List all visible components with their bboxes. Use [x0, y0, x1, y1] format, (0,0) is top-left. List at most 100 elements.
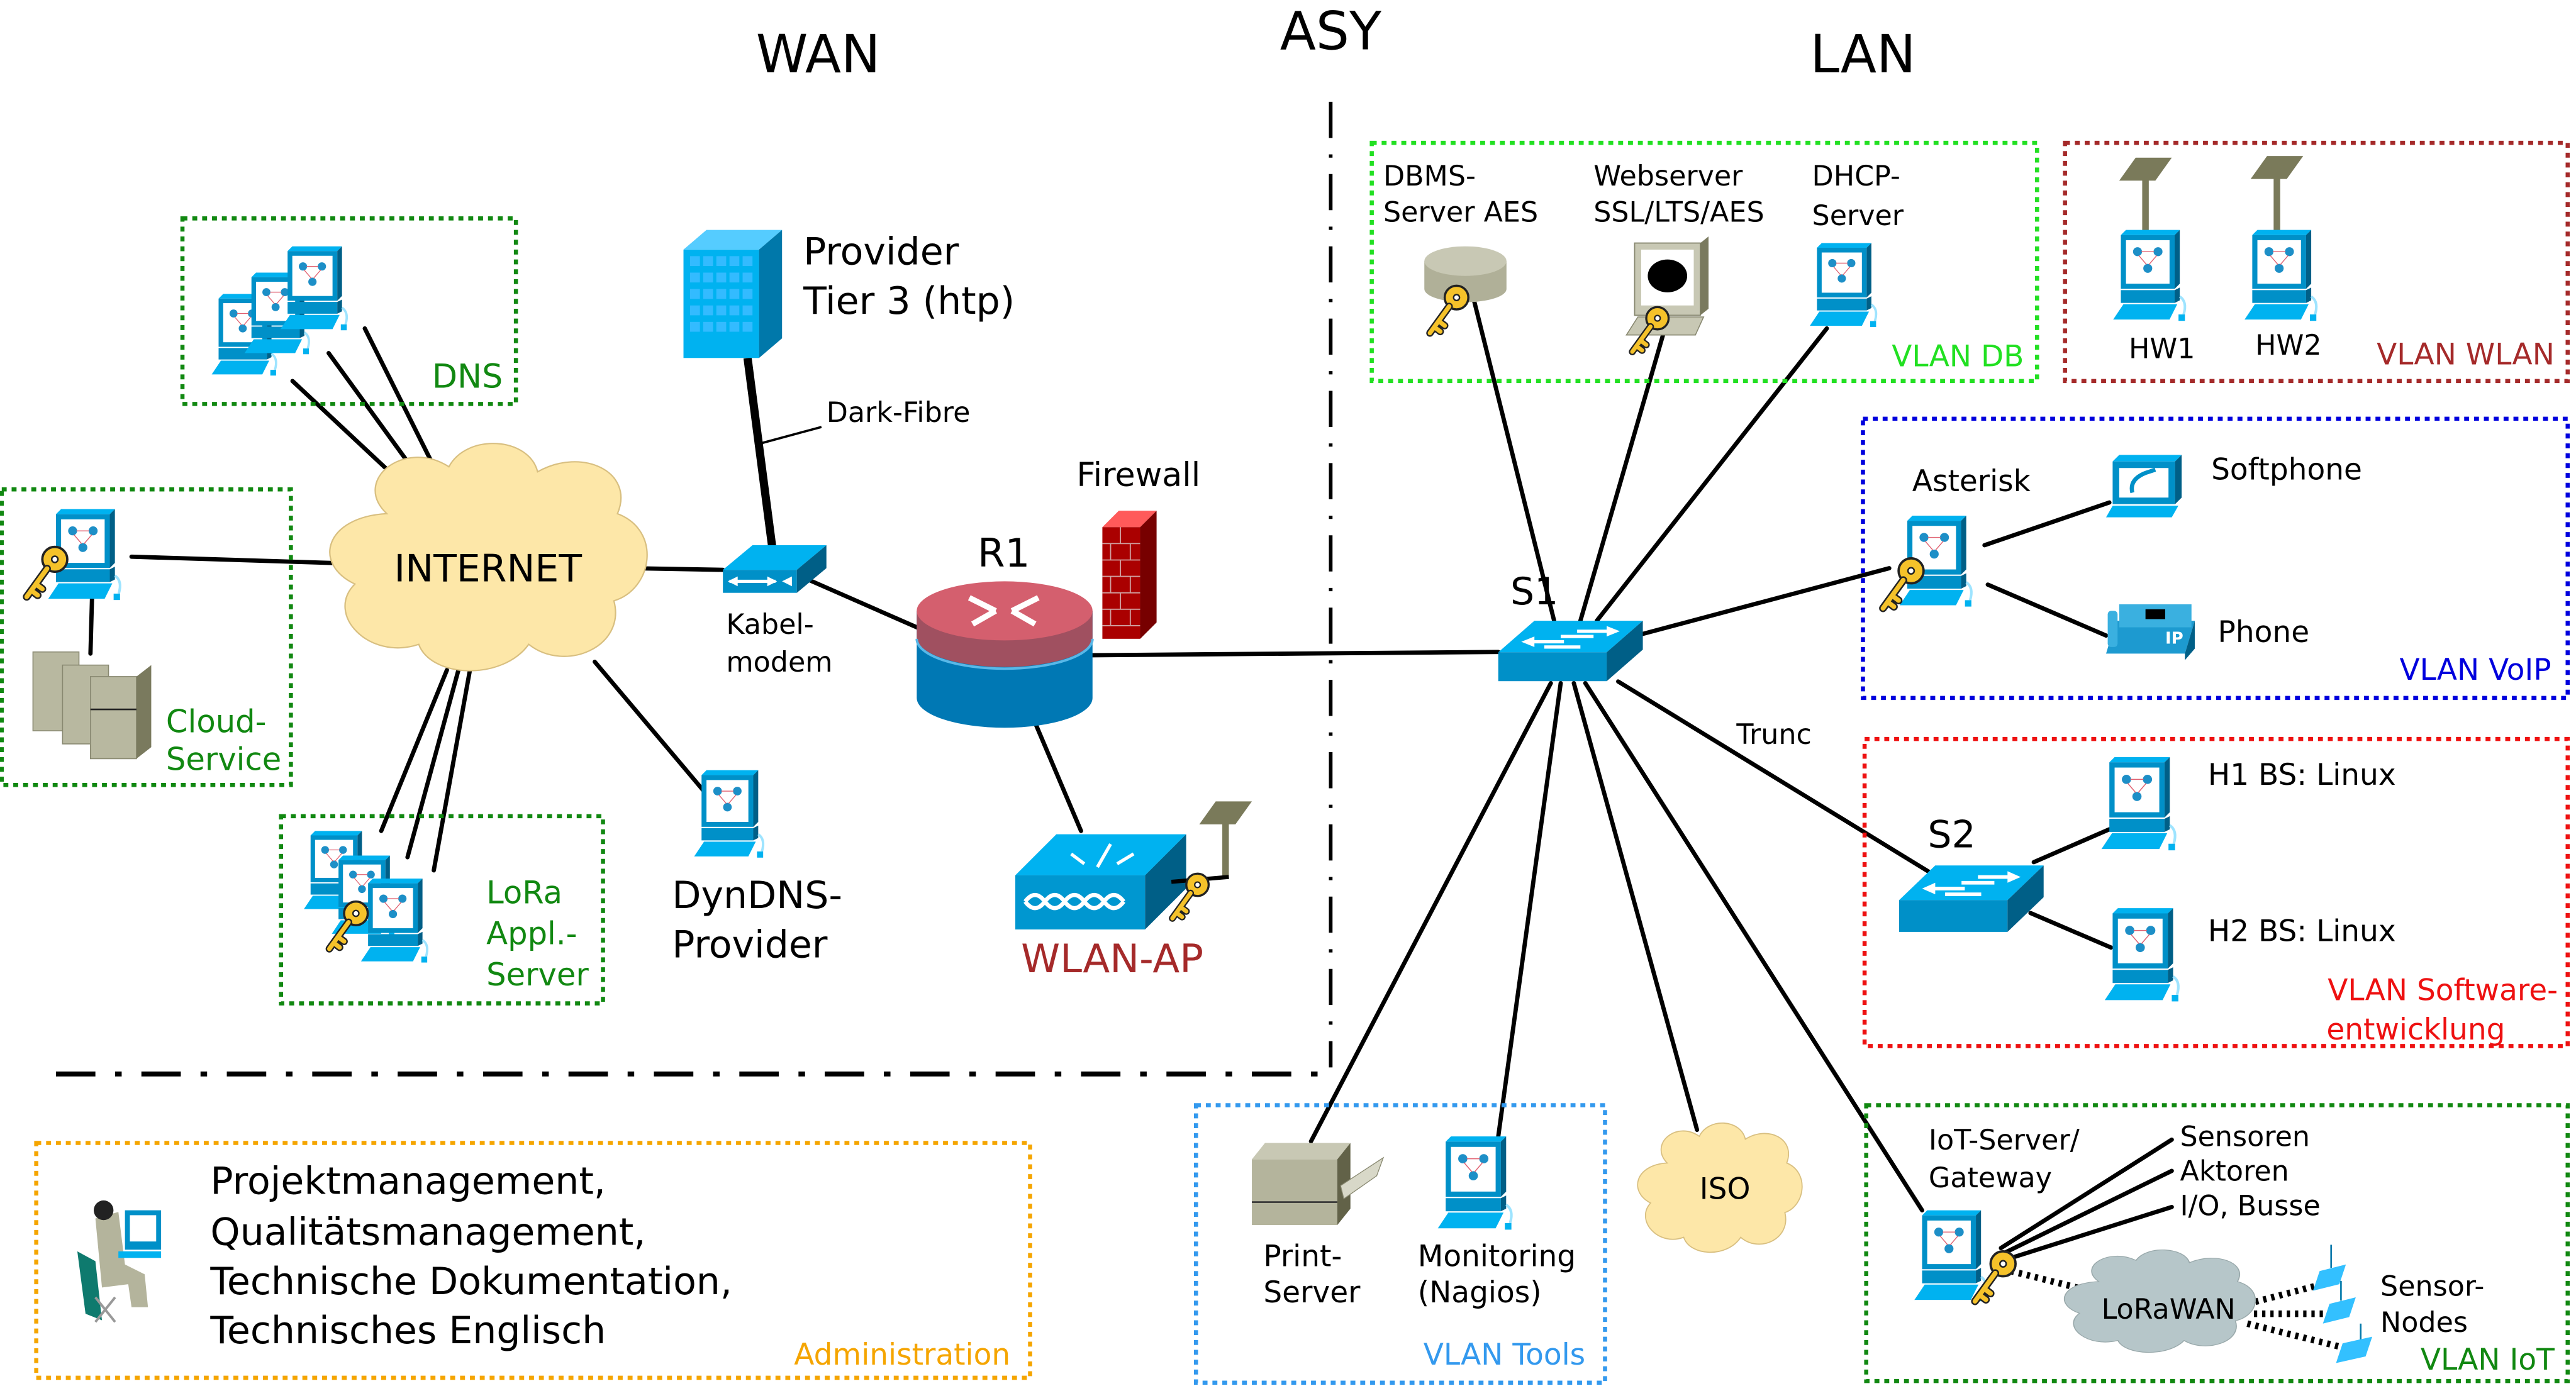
- dyndns-server-icon[interactable]: [693, 768, 765, 859]
- vlan-db-group: DBMS- Server AES Webserver SSL/LTS/AES D…: [1369, 140, 2039, 384]
- vlan-db-box: [1369, 140, 2039, 384]
- peripheral-sensoren: Sensoren: [2180, 1121, 2310, 1153]
- lora-label-2: Appl.-: [486, 916, 577, 952]
- vlan-software-title-1: VLAN Software-: [2328, 973, 2558, 1007]
- vlan-db-title: VLAN DB: [1892, 339, 2024, 374]
- hw1-label: HW1: [2129, 333, 2195, 365]
- vlan-voip-box: [1861, 416, 2570, 701]
- host-hw2[interactable]: [2244, 230, 2316, 321]
- sensor-nodes-label-2: Nodes: [2380, 1307, 2468, 1339]
- admin-item-3: Technische Dokumentation,: [209, 1260, 732, 1304]
- host-h2[interactable]: [2105, 908, 2178, 1001]
- switch-s2-label: S2: [1927, 812, 1975, 857]
- dhcp-label-2: Server: [1812, 200, 1904, 232]
- zone-asy-label: ASY: [1280, 0, 1382, 62]
- lora-label-1: LoRa: [486, 874, 562, 911]
- host-hw1[interactable]: [2113, 230, 2185, 321]
- person-at-computer-icon: [77, 1200, 162, 1323]
- kabelmodem-label-2: modem: [726, 646, 832, 679]
- iot-gateway-server[interactable]: [1914, 1211, 1986, 1302]
- h2-label: H2 BS: Linux: [2208, 914, 2396, 948]
- dns-label: DNS: [432, 358, 503, 396]
- admin-item-2: Qualitätsmanagement,: [210, 1210, 645, 1254]
- switch-s2[interactable]: [1899, 865, 2044, 932]
- dark-fibre-label: Dark-Fibre: [827, 397, 971, 429]
- provider-group[interactable]: Provider Tier 3 (htp): [683, 230, 1015, 358]
- dhcp-server[interactable]: [1809, 241, 1878, 328]
- antenna-icon: [1199, 801, 1252, 877]
- iso-label: ISO: [1700, 1172, 1751, 1206]
- antenna-icon: [2250, 156, 2304, 232]
- gateway-label-1: IoT-Server/: [1929, 1124, 2080, 1156]
- provider-label-1: Provider: [803, 230, 959, 274]
- lora-app-server-group: LoRa Appl.- Server: [279, 814, 605, 1006]
- dbms-server[interactable]: [1424, 246, 1507, 302]
- lorawan-label: LoRaWAN: [2102, 1294, 2236, 1326]
- administration-box: [34, 1141, 1032, 1380]
- sensor-node-icon[interactable]: [2322, 1280, 2356, 1324]
- wlan-ap-label: WLAN-AP: [1021, 936, 1203, 982]
- cloud-service-label-2: Service: [166, 741, 281, 778]
- vlan-wlan-title: VLAN WLAN: [2377, 338, 2555, 372]
- lorawan-cloud[interactable]: LoRaWAN: [2063, 1249, 2256, 1353]
- router-r1[interactable]: [915, 581, 1094, 728]
- lora-label-3: Server: [486, 956, 589, 993]
- lora-server-icon[interactable]: [359, 877, 429, 964]
- sensor-node-icon[interactable]: [2336, 1323, 2373, 1363]
- gateway-label-2: Gateway: [1929, 1162, 2052, 1194]
- asterisk-label: Asterisk: [1912, 464, 2031, 499]
- host-h1[interactable]: [2102, 757, 2175, 850]
- provider-label-2: Tier 3 (htp): [803, 279, 1015, 323]
- firewall-icon[interactable]: [1102, 511, 1157, 639]
- switch-s1-label: S1: [1510, 570, 1558, 614]
- cloud-service-group: Cloud- Service: [0, 487, 293, 787]
- vlan-voip-group: Asterisk Softphone IP Phone VLAN VoIP: [1861, 416, 2570, 701]
- admin-item-1: Projektmanagement,: [210, 1159, 606, 1203]
- zone-wan-label: WAN: [756, 23, 881, 85]
- vlan-iot-box: [1864, 1103, 2570, 1383]
- ip-phone[interactable]: IP: [2105, 604, 2195, 660]
- monitoring-server[interactable]: [1438, 1136, 1512, 1229]
- vlan-voip-title: VLAN VoIP: [2400, 653, 2551, 687]
- trunk-label: Trunc: [1736, 719, 1811, 751]
- dns-group: DNS: [180, 216, 518, 406]
- dns-server-icon[interactable]: [279, 245, 348, 332]
- internet-cloud[interactable]: INTERNET: [328, 442, 649, 672]
- vlan-tools-group: Print- Server Monitoring (Nagios) VLAN T…: [1193, 1103, 1607, 1385]
- kabelmodem[interactable]: [723, 545, 827, 593]
- dbms-label-2: Server AES: [1383, 197, 1538, 229]
- sensor-node-icon[interactable]: [2312, 1245, 2346, 1291]
- vlan-wlan-box: [2063, 140, 2570, 384]
- softphone[interactable]: [2105, 455, 2182, 518]
- webserver-label-1: Webserver: [1593, 160, 1743, 192]
- kabelmodem-label-1: Kabel-: [726, 609, 813, 641]
- softphone-label[interactable]: Softphone: [2211, 453, 2362, 487]
- vlan-software-box: [1862, 736, 2570, 1048]
- h1-label: H1 BS: Linux: [2208, 758, 2396, 792]
- dbms-label-1: DBMS-: [1383, 160, 1476, 192]
- zone-lan-label: LAN: [1810, 23, 1915, 85]
- vlan-tools-title: VLAN Tools: [1424, 1338, 1585, 1372]
- peripheral-io-busse: I/O, Busse: [2180, 1190, 2320, 1222]
- iso-cloud[interactable]: ISO: [1637, 1122, 1803, 1253]
- vlan-software-title-2: entwicklung: [2326, 1012, 2505, 1047]
- vlan-iot-group: IoT-Server/ Gateway Sensoren Aktoren I/O…: [1864, 1103, 2570, 1383]
- cloud-service-box: [0, 487, 293, 787]
- building-icon: [683, 230, 783, 358]
- dyndns-label-2: Provider: [672, 923, 828, 967]
- administration-title: Administration: [794, 1338, 1010, 1372]
- cloud-service-label-1: Cloud-: [166, 704, 267, 740]
- switch-s1[interactable]: [1498, 621, 1643, 681]
- print-server[interactable]: [1252, 1143, 1385, 1226]
- administration-group: Projektmanagement, Qualitätsmanagement, …: [34, 1141, 1032, 1380]
- lora-box: [279, 814, 605, 1006]
- wlan-ap[interactable]: [1015, 834, 1186, 930]
- vlan-tools-box: [1193, 1103, 1607, 1385]
- internet-label: INTERNET: [394, 546, 583, 590]
- links: [88, 296, 2341, 1350]
- key-icon: [1975, 1251, 2016, 1301]
- ip-badge: IP: [2165, 629, 2183, 648]
- vlan-wlan-group: HW1 HW2 VLAN WLAN: [2063, 140, 2570, 384]
- phone-label: Phone: [2218, 615, 2310, 650]
